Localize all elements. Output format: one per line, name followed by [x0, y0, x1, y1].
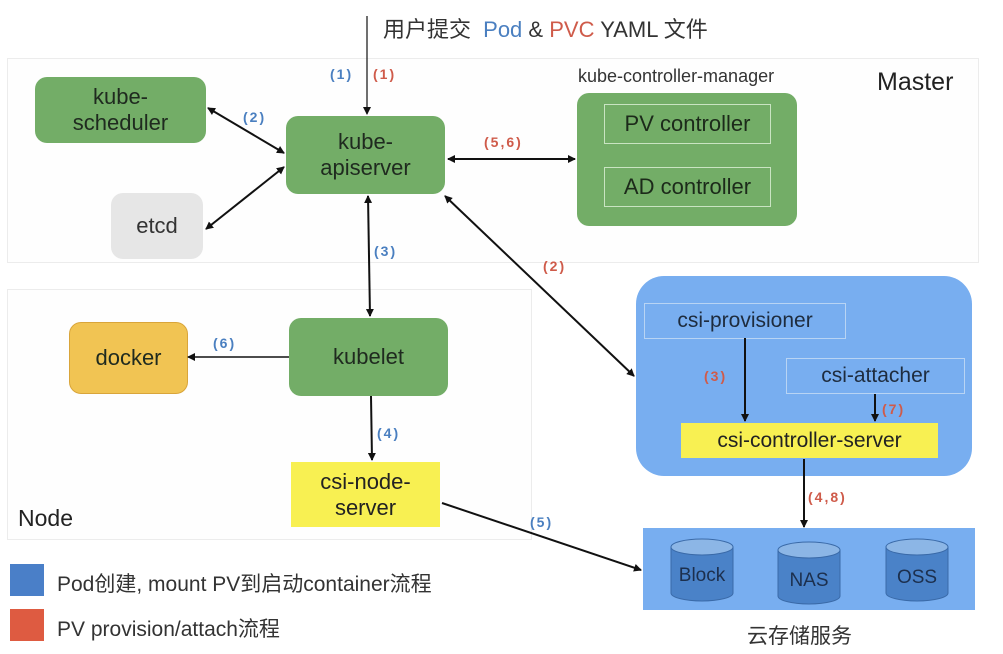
legend-label-blue: Pod创建, mount PV到启动container流程 — [57, 573, 432, 596]
csi-controller-server[interactable]: csi-controller-server — [681, 423, 938, 458]
header-pvc: PVC — [549, 17, 595, 42]
kube-scheduler[interactable]: kube- scheduler — [35, 77, 206, 143]
header-prefix: 用户提交 — [383, 17, 472, 42]
arrow-csinode-storage — [441, 502, 642, 572]
storage-oss-label: OSS — [896, 567, 938, 588]
step-user-blue: (1) — [330, 66, 354, 82]
ad-controller-label: AD controller — [623, 174, 752, 199]
arrow-apiserver-csi — [444, 195, 635, 377]
kube-apiserver[interactable]: kube- apiserver — [286, 116, 445, 194]
step-controller-red: (5,6) — [484, 134, 523, 150]
csi-provisioner-label: csi-provisioner — [677, 309, 813, 332]
node-label: Node — [18, 505, 73, 531]
oss-cylinder-icon[interactable] — [885, 538, 949, 602]
cloud-storage-label: 云存储服务 — [747, 625, 852, 648]
storage-block-label: Block — [678, 565, 726, 586]
csi-attacher-label: csi-attacher — [821, 364, 930, 387]
kube-apiserver-label-2: apiserver — [320, 155, 411, 180]
step-nodeserver-blue: (5) — [530, 514, 554, 530]
docker-label: docker — [95, 345, 162, 370]
legend-label-red: PV provision/attach流程 — [57, 618, 280, 641]
step-user-red: (1) — [373, 66, 397, 82]
kube-apiserver-label-1: kube- — [337, 129, 394, 154]
step-storage-red: (4,8) — [808, 489, 847, 505]
kubelet[interactable]: kubelet — [289, 318, 448, 396]
ad-controller[interactable]: AD controller — [604, 167, 771, 207]
arrow-etcd-apiserver — [205, 166, 285, 230]
kube-controller-manager-label: kube-controller-manager — [578, 66, 775, 86]
kube-scheduler-label-1: kube- — [92, 84, 149, 109]
step-docker-blue: (6) — [213, 335, 237, 351]
kubelet-label: kubelet — [333, 344, 404, 369]
block-cylinder-icon[interactable] — [670, 538, 734, 602]
csi-attacher[interactable]: csi-attacher — [786, 358, 965, 394]
csi-node-server[interactable]: csi-node- server — [291, 462, 440, 527]
etcd[interactable]: etcd — [111, 193, 203, 259]
pv-controller-label: PV controller — [624, 111, 751, 136]
arrow-scheduler-apiserver — [207, 107, 285, 154]
legend-swatch-red — [10, 609, 44, 641]
master-label: Master — [877, 68, 954, 96]
step-csinode-blue: (4) — [377, 425, 401, 441]
etcd-label: etcd — [136, 213, 178, 238]
legend-swatch-blue — [10, 564, 44, 596]
docker[interactable]: docker — [69, 322, 188, 394]
step-kubelet-blue: (3) — [374, 243, 398, 259]
csi-node-server-label-2: server — [334, 494, 397, 520]
csi-node-server-label-1: csi-node- — [320, 468, 411, 494]
pv-controller[interactable]: PV controller — [604, 104, 771, 144]
step-attacher-red: (7) — [882, 401, 906, 417]
arrow-kubelet-csinode — [367, 395, 376, 461]
step-scheduler-blue: (2) — [243, 109, 267, 125]
step-csi-red: (2) — [543, 258, 567, 274]
storage-nas-label: NAS — [789, 570, 829, 591]
header-pod: Pod — [483, 17, 523, 42]
kube-scheduler-label-2: scheduler — [72, 110, 169, 135]
header-title: 用户提交 Pod & PVC YAML 文件 — [383, 12, 708, 44]
arrow-apiserver-kubelet — [364, 195, 374, 317]
header-amp: & — [528, 17, 544, 42]
nas-cylinder-icon[interactable] — [777, 541, 841, 605]
header-suffix: YAML 文件 — [600, 17, 708, 42]
csi-controller-server-label: csi-controller-server — [717, 428, 902, 452]
step-provisioner-red: (3) — [704, 368, 728, 384]
